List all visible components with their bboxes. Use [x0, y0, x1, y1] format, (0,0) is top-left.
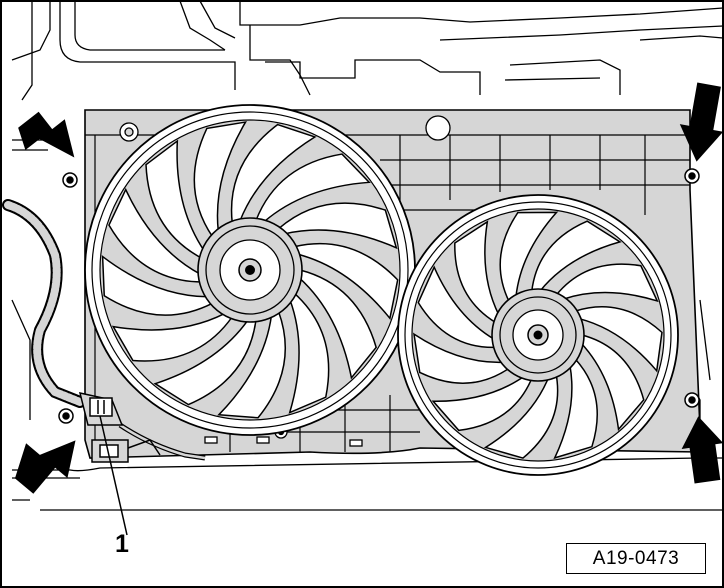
fan-icon [397, 194, 679, 476]
fan-blade [255, 153, 371, 223]
arrow-up-icon [14, 440, 76, 494]
arrow-down-icon [18, 111, 75, 158]
fan-blade [230, 123, 317, 225]
fan-blade [454, 220, 500, 324]
fan-blade [277, 202, 398, 250]
fan-blade [580, 334, 645, 432]
fan-blade [555, 263, 659, 303]
fan-blade [101, 255, 214, 316]
fan-blade [108, 187, 203, 283]
fan-blade [431, 375, 533, 432]
fan-icon [84, 104, 416, 436]
fan-blade [530, 220, 622, 293]
arrow-down-icon [679, 82, 724, 162]
fan-blade [573, 306, 663, 373]
fan-blade [298, 269, 378, 380]
bolt-icon [58, 408, 74, 424]
fan-blade [483, 374, 559, 459]
bolt-icon [684, 392, 700, 408]
small-fan-blades [413, 211, 663, 460]
reference-code: A19-0473 [566, 543, 706, 574]
fan-blade [288, 292, 330, 414]
bolt-icon [62, 172, 78, 188]
fan-blade [145, 139, 205, 260]
fan-blade [217, 310, 286, 419]
connector-icon [78, 392, 161, 463]
fan-blade [111, 312, 234, 362]
fan-blade [553, 357, 598, 460]
mounting-bolts [58, 168, 700, 424]
fan-blade [499, 211, 559, 303]
callout-label: 1 [115, 530, 129, 558]
wiring-harness [2, 199, 206, 461]
body-structure-lines [11, 0, 724, 511]
bolt-icon [684, 168, 700, 184]
large-fan-blades [101, 121, 399, 419]
fan-blade [417, 265, 497, 349]
fan-blade [153, 318, 257, 406]
fan-blade [293, 243, 399, 321]
fan-blade [193, 121, 248, 239]
fan-blade [413, 332, 511, 384]
callout-leader-line [99, 415, 128, 536]
arrow-up-icon [681, 416, 724, 484]
